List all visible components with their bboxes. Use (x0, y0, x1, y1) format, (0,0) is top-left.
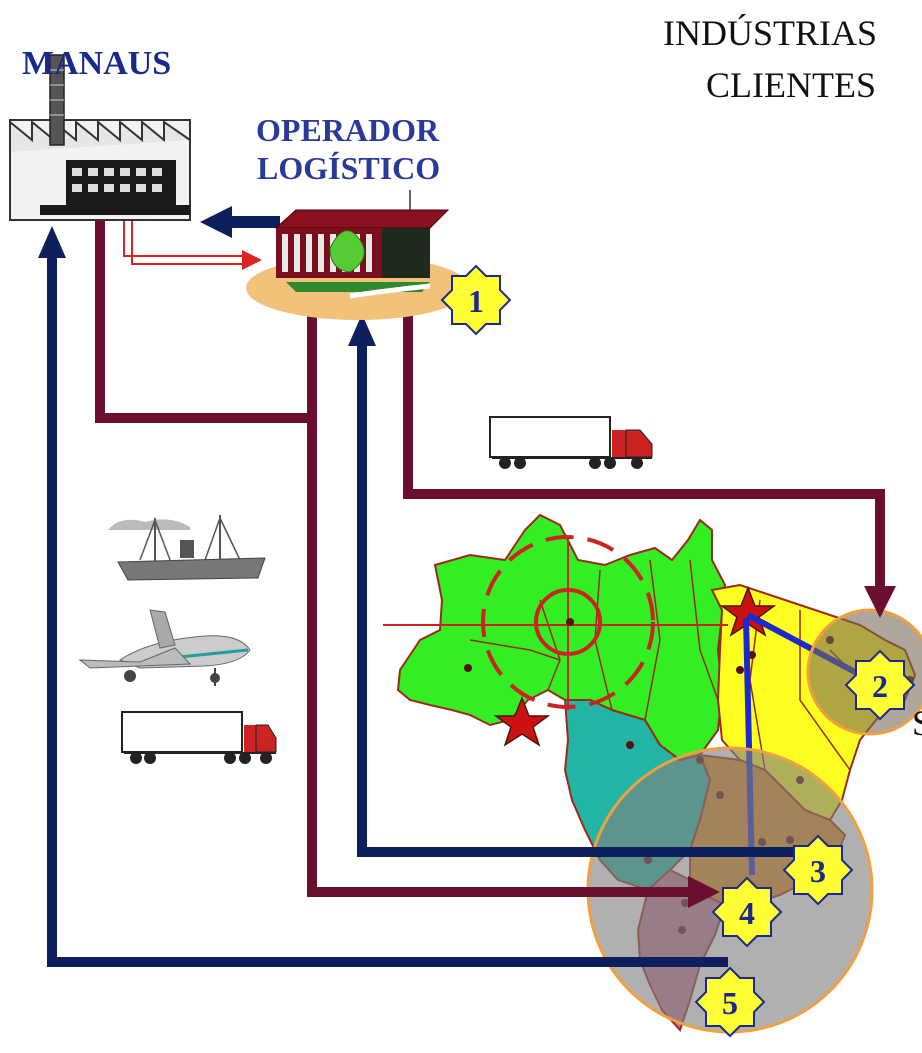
flow-operator-to-2 (403, 298, 885, 590)
arrowhead-operator (348, 314, 376, 346)
factory-icon (9, 54, 191, 221)
label-partial-right: S (912, 702, 922, 744)
hub-star-acre (493, 695, 551, 747)
badge-2-label: 2 (872, 668, 888, 704)
label-manaus: MANAUS (22, 45, 172, 82)
arrowhead-manaus (38, 226, 66, 258)
title-clientes: CLIENTES (706, 65, 876, 105)
label-logistico: LOGÍSTICO (257, 150, 441, 186)
airplane-icon (78, 609, 251, 686)
badge-5: 5 (694, 966, 766, 1038)
arrowhead-region-2 (864, 586, 896, 618)
badge-3: 3 (782, 834, 854, 906)
arrowhead-inbound (242, 250, 262, 270)
badge-5-label: 5 (722, 985, 738, 1021)
flow-operator-to-4 (307, 298, 690, 897)
operator-building-icon (246, 190, 470, 320)
map-region-north (396, 513, 727, 762)
arrowhead-to-manaus (200, 206, 232, 238)
flow-manaus-to-junction (95, 195, 312, 423)
badge-1-label: 1 (468, 283, 484, 319)
label-operador: OPERADOR (256, 112, 440, 148)
flow-return-3-to-operator (357, 338, 808, 857)
ship-icon (108, 515, 266, 581)
flow-return-5-to-manaus (47, 250, 728, 967)
truck-icon-left (121, 711, 277, 764)
badge-1: 1 (440, 264, 512, 336)
title-industrias: INDÚSTRIAS (663, 13, 878, 53)
badge-4: 4 (711, 876, 783, 948)
arrowhead-region-4 (688, 876, 720, 908)
badge-4-label: 4 (739, 895, 755, 931)
badge-3-label: 3 (810, 853, 826, 889)
brazil-map (383, 513, 922, 1034)
truck-icon-top (489, 416, 653, 469)
badge-2: 2 (844, 649, 916, 721)
